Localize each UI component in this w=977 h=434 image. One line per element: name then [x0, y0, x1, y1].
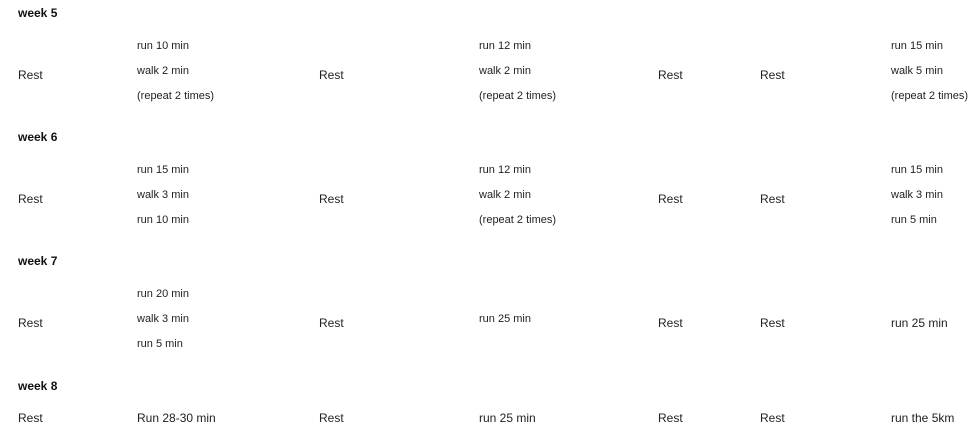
- rest-cell: Rest: [319, 411, 344, 425]
- week-title: week 8: [18, 379, 58, 393]
- workout-line: run 15 min: [891, 40, 943, 52]
- workout-line: run 12 min: [479, 40, 531, 52]
- workout-line: run 5 min: [891, 214, 937, 226]
- workout-line: run 15 min: [137, 164, 189, 176]
- rest-cell: Rest: [658, 316, 683, 330]
- rest-cell: Rest: [319, 316, 344, 330]
- workout-line: run the 5km: [891, 411, 955, 425]
- workout-line: (repeat 2 times): [891, 90, 969, 102]
- week-title: week 7: [18, 254, 58, 268]
- workout-line: walk 3 min: [137, 189, 189, 201]
- rest-cell: Rest: [760, 192, 785, 206]
- workout-line: run 10 min: [137, 214, 189, 226]
- week-title: week 5: [18, 6, 58, 20]
- workout-line: run 25 min: [891, 316, 948, 330]
- rest-cell: Rest: [18, 68, 43, 82]
- workout-line: walk 3 min: [891, 189, 943, 201]
- workout-line: Run 28-30 min: [137, 411, 216, 425]
- rest-cell: Rest: [658, 411, 683, 425]
- rest-cell: Rest: [760, 411, 785, 425]
- workout-line: walk 2 min: [479, 189, 531, 201]
- workout-line: run 5 min: [137, 338, 183, 350]
- workout-line: walk 3 min: [137, 313, 189, 325]
- workout-line: run 25 min: [479, 411, 536, 425]
- workout-line: (repeat 2 times): [479, 214, 557, 226]
- rest-cell: Rest: [319, 68, 344, 82]
- workout-line: (repeat 2 times): [137, 90, 215, 102]
- rest-cell: Rest: [760, 68, 785, 82]
- workout-line: (repeat 2 times): [479, 90, 557, 102]
- workout-line: walk 2 min: [137, 65, 189, 77]
- workout-line: walk 2 min: [479, 65, 531, 77]
- rest-cell: Rest: [658, 192, 683, 206]
- rest-cell: Rest: [18, 411, 43, 425]
- workout-line: run 25 min: [479, 313, 531, 325]
- rest-cell: Rest: [18, 316, 43, 330]
- workout-line: walk 5 min: [891, 65, 943, 77]
- rest-cell: Rest: [319, 192, 344, 206]
- rest-cell: Rest: [18, 192, 43, 206]
- workout-line: run 15 min: [891, 164, 943, 176]
- rest-cell: Rest: [760, 316, 785, 330]
- workout-line: run 12 min: [479, 164, 531, 176]
- workout-line: run 20 min: [137, 288, 189, 300]
- week-title: week 6: [18, 130, 58, 144]
- rest-cell: Rest: [658, 68, 683, 82]
- workout-line: run 10 min: [137, 40, 189, 52]
